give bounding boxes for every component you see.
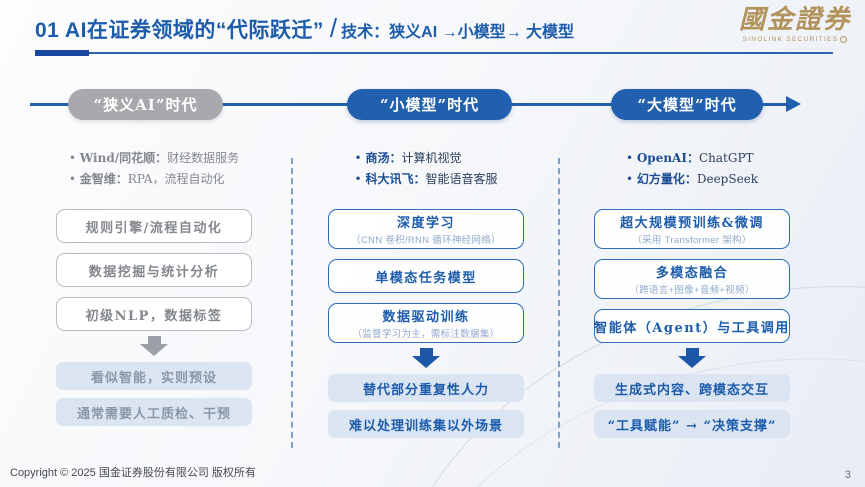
down-arrow-icon — [411, 348, 441, 368]
bullet-item: • OpenAI：ChatGPT — [625, 151, 754, 165]
page-number: 3 — [844, 469, 851, 481]
copyright-text: Copyright © 2025 国金证券股份有限公司 版权所有 — [10, 467, 256, 479]
example-bullets: • Wind/同花顺：财经数据服务 • 金智维：RPA，流程自动化 — [56, 148, 252, 192]
era-pill-large-model: “大模型”时代 — [611, 89, 763, 120]
title-main: 01 AI在证券领域的“代际跃迁” — [35, 19, 324, 42]
bullet-item: • 幻方量化：DeepSeek — [625, 172, 759, 186]
title-subtitle: 技术：狭义AI →小模型→ 大模型 — [341, 24, 575, 41]
column-narrow-ai: • Wind/同花顺：财经数据服务 • 金智维：RPA，流程自动化 规则引擎/流… — [56, 148, 252, 426]
bullet-item: • 科大讯飞：智能语音客服 — [354, 172, 498, 186]
feature-box: 数据挖掘与统计分析 — [56, 253, 252, 287]
feature-box: 多模态融合 （跨语言+图像+音频+视频） — [594, 259, 790, 299]
logo-subtitle-text: SINOLINK SECURITIES — [742, 36, 839, 44]
bullet-item: • Wind/同花顺：财经数据服务 — [68, 151, 240, 165]
example-bullets: • OpenAI：ChatGPT • 幻方量化：DeepSeek — [594, 148, 790, 192]
timeline-arrowhead-icon — [786, 96, 801, 112]
era-timeline: “狭义AI”时代 “小模型”时代 “大模型”时代 — [0, 88, 865, 122]
title-slash: / — [329, 13, 338, 43]
feature-box: 单模态任务模型 — [328, 259, 524, 293]
column-divider — [558, 158, 560, 448]
column-large-model: • OpenAI：ChatGPT • 幻方量化：DeepSeek 超大规模预训练… — [594, 148, 790, 438]
title-underline-accent — [35, 50, 89, 56]
example-bullets: • 商汤：计算机视觉 • 科大讯飞：智能语音客服 — [328, 148, 524, 192]
result-box: 难以处理训练集以外场景 — [328, 410, 524, 438]
title-underline — [35, 50, 833, 56]
column-divider — [291, 158, 293, 448]
result-box: “工具赋能” → “决策支撑” — [594, 410, 790, 438]
company-logo: 國金證券 SINOLINK SECURITIES — [738, 5, 851, 44]
era-pill-narrow-ai: “狭义AI”时代 — [68, 89, 223, 120]
bullet-item: • 商汤：计算机视觉 — [354, 151, 462, 165]
down-arrow-icon — [139, 336, 169, 356]
era-pill-small-model: “小模型”时代 — [347, 89, 512, 120]
feature-box: 深度学习 （CNN 卷积/RNN 循环神经网络） — [328, 209, 524, 249]
bullet-item: • 金智维：RPA，流程自动化 — [68, 172, 225, 186]
feature-boxes: 超大规模预训练&微调 （采用 Transformer 架构） 多模态融合 （跨语… — [594, 209, 790, 343]
feature-boxes: 深度学习 （CNN 卷积/RNN 循环神经网络） 单模态任务模型 数据驱动训练 … — [328, 209, 524, 343]
logo-seal-icon — [840, 36, 848, 44]
down-arrow-icon — [677, 348, 707, 368]
page-title: 01 AI在证券领域的“代际跃迁” / 技术：狭义AI →小模型→ 大模型 — [35, 13, 574, 44]
feature-box: 初级NLP，数据标签 — [56, 297, 252, 331]
result-boxes: 生成式内容、跨模态交互 “工具赋能” → “决策支撑” — [594, 374, 790, 438]
logo-subtitle: SINOLINK SECURITIES — [739, 36, 851, 44]
feature-box: 超大规模预训练&微调 （采用 Transformer 架构） — [594, 209, 790, 249]
result-boxes: 看似智能，实则预设 通常需要人工质检、干预 — [56, 362, 252, 426]
result-boxes: 替代部分重复性人力 难以处理训练集以外场景 — [328, 374, 524, 438]
result-box: 通常需要人工质检、干预 — [56, 398, 252, 426]
result-box: 替代部分重复性人力 — [328, 374, 524, 402]
result-box: 生成式内容、跨模态交互 — [594, 374, 790, 402]
feature-box: 数据驱动训练 （监督学习为主，需标注数据集） — [328, 303, 524, 343]
logo-name: 國金證券 — [738, 5, 851, 35]
feature-box: 规则引擎/流程自动化 — [56, 209, 252, 243]
column-small-model: • 商汤：计算机视觉 • 科大讯飞：智能语音客服 深度学习 （CNN 卷积/RN… — [328, 148, 524, 438]
result-box: 看似智能，实则预设 — [56, 362, 252, 390]
feature-boxes: 规则引擎/流程自动化 数据挖掘与统计分析 初级NLP，数据标签 — [56, 209, 252, 331]
feature-box: 智能体（Agent）与工具调用 — [594, 309, 790, 343]
